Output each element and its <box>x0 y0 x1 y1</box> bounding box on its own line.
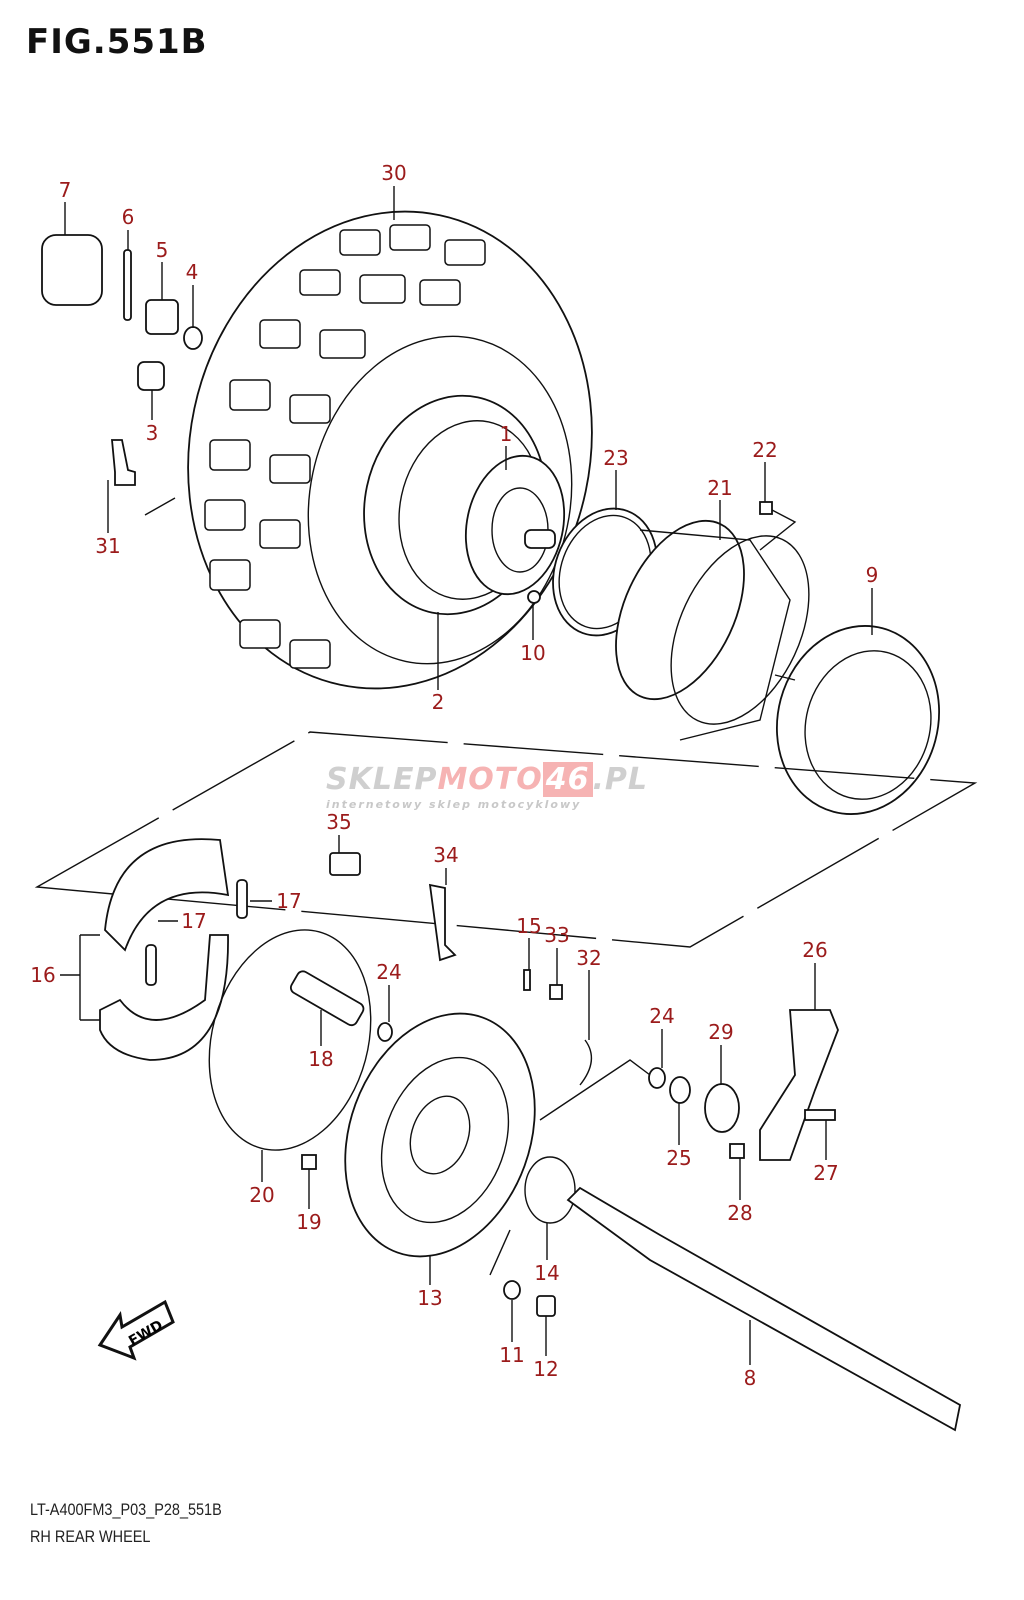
nut-33 <box>549 984 563 1000</box>
callout-35: 35 <box>326 810 351 834</box>
callout-5: 5 <box>156 238 169 262</box>
castle-nut-5 <box>145 299 179 335</box>
callout-8: 8 <box>744 1366 757 1390</box>
callout-20: 20 <box>249 1183 274 1207</box>
callout-21: 21 <box>707 476 732 500</box>
cotter-pin-6 <box>123 249 132 321</box>
brake-drum <box>774 625 940 815</box>
callout-27: 27 <box>813 1161 838 1185</box>
callout-18: 18 <box>308 1047 333 1071</box>
callout-1: 1 <box>500 422 513 446</box>
callout-24a: 24 <box>376 960 401 984</box>
watermark-subtitle: internetowy sklep motocyklowy <box>326 798 582 811</box>
o-ring-24b <box>648 1067 666 1089</box>
callout-7: 7 <box>59 178 72 202</box>
callout-25: 25 <box>666 1146 691 1170</box>
callout-16: 16 <box>30 963 55 987</box>
brake-drum-cover <box>615 519 810 741</box>
washer-4 <box>183 326 203 350</box>
callout-3: 3 <box>146 421 159 445</box>
callout-29: 29 <box>708 1020 733 1044</box>
watermark-part3: 46 <box>542 762 593 797</box>
callout-13: 13 <box>417 1286 442 1310</box>
callout-31: 31 <box>95 534 120 558</box>
o-ring-20 <box>208 929 372 1151</box>
callout-17a: 17 <box>276 889 301 913</box>
bolt-12 <box>536 1295 556 1317</box>
nut-3 <box>137 361 165 391</box>
bolt-19 <box>301 1154 317 1170</box>
bolt-27 <box>804 1109 836 1121</box>
hub <box>464 454 566 596</box>
clip-35 <box>329 852 361 876</box>
pin-15 <box>523 969 531 991</box>
callout-6: 6 <box>122 205 135 229</box>
fwd-arrow: FWD <box>97 1299 175 1361</box>
callout-19: 19 <box>296 1210 321 1234</box>
o-ring-24a <box>377 1022 393 1042</box>
callout-10: 10 <box>520 641 545 665</box>
brake-shoes <box>99 838 230 1061</box>
assembly-outline <box>34 731 978 948</box>
spring-17b <box>145 944 157 986</box>
axle <box>566 1186 962 1432</box>
callout-12: 12 <box>533 1357 558 1381</box>
callout-23: 23 <box>603 446 628 470</box>
callout-28: 28 <box>727 1201 752 1225</box>
callout-26: 26 <box>802 938 827 962</box>
callout-30: 30 <box>381 161 406 185</box>
washer-25 <box>669 1076 691 1104</box>
callout-15: 15 <box>516 914 541 938</box>
spring-17a <box>236 879 248 919</box>
callout-2: 2 <box>432 690 445 714</box>
spring-29 <box>704 1083 740 1133</box>
brake-panel <box>344 1012 536 1258</box>
callout-34: 34 <box>433 843 458 867</box>
watermark-part2: MOTO <box>437 762 543 797</box>
callout-11: 11 <box>499 1343 524 1367</box>
callout-9: 9 <box>866 563 879 587</box>
callouts: 7 6 5 4 3 31 30 1 23 21 22 9 10 2 35 34 … <box>30 161 878 1390</box>
nut-28 <box>729 1143 745 1159</box>
hose-32 <box>579 1039 593 1086</box>
watermark-part1: SKLEP <box>326 762 438 797</box>
drawing-code: LT-A400FM3_P03_P28_551B <box>30 1500 222 1519</box>
circlip-14 <box>524 1156 576 1224</box>
washer-11 <box>503 1280 521 1300</box>
callout-17b: 17 <box>181 909 206 933</box>
bolt-22 <box>759 501 773 515</box>
o-ring-10 <box>527 590 541 604</box>
callout-33: 33 <box>544 923 569 947</box>
valve-31 <box>111 439 136 486</box>
lever-34 <box>428 883 457 962</box>
cam-18 <box>289 970 365 1027</box>
leader-lines <box>60 186 873 1365</box>
callout-22: 22 <box>752 438 777 462</box>
watermark-part4: .PL <box>592 762 649 797</box>
callout-24b: 24 <box>649 1004 674 1028</box>
nut-cover-7 <box>41 234 103 306</box>
figure-title: FIG.551B <box>26 22 208 62</box>
arm-26 <box>759 1009 839 1161</box>
callout-14: 14 <box>534 1261 559 1285</box>
callout-32: 32 <box>576 946 601 970</box>
section-name: RH REAR WHEEL <box>30 1527 151 1546</box>
callout-4: 4 <box>186 260 199 284</box>
